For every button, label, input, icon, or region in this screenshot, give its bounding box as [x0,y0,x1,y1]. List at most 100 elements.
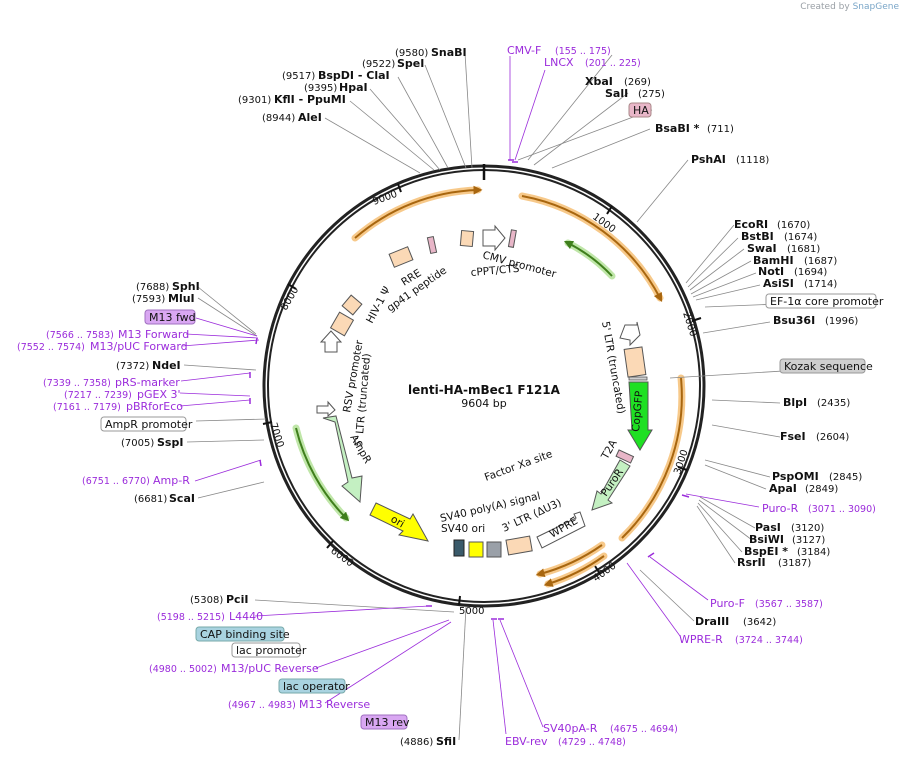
primer-pos-lncx: (201 .. 225) [585,58,641,69]
site-bsabi: BsaBI * [655,122,700,135]
label-ori: ori [389,513,407,530]
site-pspomi: PspOMI [772,470,819,483]
primer-cmv-f: CMV-F [507,44,541,57]
site-pos-draiii: (3642) [743,617,776,628]
plasmid-name: lenti-HA-mBec1 F121A [408,383,561,397]
ampr-promoter-arrow [316,400,336,418]
site-pos-mlui: (7593) [132,294,165,305]
site-pos-pspomi: (2845) [829,472,862,483]
site-pos-fsei: (2604) [816,432,849,443]
site-ecori: EcoRI [734,218,768,231]
box-lac-promoter [231,642,301,658]
copgfp-arrow [627,381,653,451]
site-apai: ApaI [769,482,797,495]
primer-l4440: L4440 [229,610,263,623]
box-ef1a [765,293,877,309]
site-sali: SalI [605,87,628,100]
site-pos-bspei: (3184) [797,547,830,558]
primer-pos-m13-puc-rev: (4980 .. 5002) [149,664,217,675]
boxed-cap: CAP binding site [200,628,290,641]
boxed-labels: HA EF-1α core promoter Kozak sequence M1… [100,102,884,730]
label-sv40-ori: SV40 ori [441,523,485,535]
site-asisi: AsiSI [763,277,794,290]
site-draiii: DraIII [695,615,729,628]
cmv-promoter-arrow [482,224,506,252]
site-ndei: NdeI [152,359,181,372]
primer-pos-prs-marker: (7339 .. 7358) [43,378,111,389]
boxed-ha: HA [633,104,649,117]
site-pos-alei: (8944) [262,113,295,124]
site-pos-ecori: (1670) [777,220,810,231]
primer-m13-fwd: M13 Forward [118,328,189,341]
primer-amp-r: Amp-R [153,474,190,487]
rre-block [388,246,414,268]
site-pos-kfli: (9301) [238,95,271,106]
site-bspdi: BspDI - ClaI [318,69,390,82]
site-snabi: SnaBI [431,46,467,59]
site-pos-pasi: (3120) [791,523,824,534]
tick-label-2000: 2000 [680,311,698,339]
primer-pos-amp-r: (6751 .. 6770) [82,476,150,487]
box-lac-operator [278,678,346,694]
label-cppt-cts: cPPT/CTS [470,263,520,279]
orf-arc-right [518,192,664,302]
site-pos-bstbi: (1674) [784,232,817,243]
boxed-lac-promoter: lac promoter [236,644,307,657]
label-copgfp: CopGFP [630,390,646,432]
tick-1000 [606,205,613,215]
primer-prs-marker: pRS-marker [115,376,180,389]
site-pos-sali: (275) [638,89,665,100]
cppt-cts-block [459,229,475,248]
site-pasi: PasI [755,521,781,534]
green-arcs [292,239,616,522]
primer-pos-cmv-f: (155 .. 175) [555,46,611,57]
primer-wpre-r: WPRE-R [679,633,723,646]
primer-marks [249,159,690,620]
primer-ebv-rev: EBV-rev [505,735,548,748]
tick-2000 [691,317,702,322]
hiv-psi-block [341,294,363,316]
box-kozak [779,358,866,374]
site-bamhi: BamHI [753,254,794,267]
wpre-arrow [536,511,586,549]
kozak-block [628,376,648,381]
site-scai: ScaI [169,492,195,505]
tick-3000 [677,466,688,471]
box-m13-rev [360,714,408,730]
tick-label-5000: 5000 [459,606,484,617]
site-sspi: SspI [157,436,183,449]
site-pos-swai: (1681) [787,244,820,255]
tick-label-9000: 9000 [371,189,399,208]
site-pos-bsabi: (711) [707,124,734,135]
boxed-ef1a: EF-1α core promoter [770,295,884,308]
primer-m13-rev: M13 Reverse [299,698,370,711]
primer-pos-m13-fwd: (7566 .. 7583) [46,330,114,341]
site-sphi: SphI [172,280,200,293]
boxed-m13-rev: M13 rev [365,716,410,729]
site-pos-pshai: (1118) [736,155,769,166]
boxed-kozak: Kozak sequence [784,360,873,373]
ltr5-right-block [623,346,647,378]
tick-6000 [326,540,334,549]
box-m13-fwd [144,309,196,325]
primer-pbrforeco: pBRforEco [126,400,183,413]
primer-pos-puro-f: (3567 .. 3587) [755,599,823,610]
site-hpai: HpaI [339,81,368,94]
site-rsrii: RsrII [737,556,766,569]
sv40-ori-block [453,539,465,557]
primer-puro-r: Puro-R [762,502,799,515]
box-cap [195,626,285,642]
site-pos-bsu36i: (1996) [825,316,858,327]
site-pcii: PciI [226,593,248,606]
site-pos-rsrii: (3187) [778,558,811,569]
site-bstbi: BstBI [741,230,774,243]
site-pos-asisi: (1714) [804,279,837,290]
primer-pos-m13-puc-fwd: (7552 .. 7574) [17,342,85,353]
tick-8000 [287,283,297,290]
primer-pos-sv40pa-r: (4675 .. 4694) [610,724,678,735]
primer-pos-l4440: (5198 .. 5215) [157,612,225,623]
site-pos-bsiwi: (3127) [792,535,825,546]
site-pos-sspi: (7005) [121,438,154,449]
tick-7000 [262,421,273,425]
